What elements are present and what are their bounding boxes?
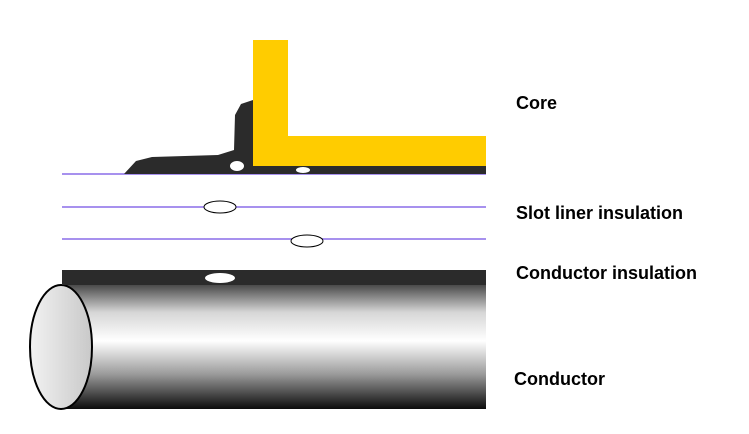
- core-bonding-void-right: [296, 167, 310, 173]
- conductor-insulation-layer: [62, 270, 486, 285]
- conductor-insulation-label: Conductor insulation: [516, 263, 697, 283]
- conductor-label: Conductor: [514, 369, 605, 389]
- core-label: Core: [516, 93, 558, 113]
- core-shape: [253, 40, 486, 166]
- slot-liner-void-lower: [290, 234, 324, 248]
- conductor-insulation-void: [205, 273, 235, 283]
- slot-liner-void-upper: [203, 200, 237, 214]
- slot-liner-insulation-label: Slot liner insulation: [516, 203, 684, 223]
- conductor-cylinder: [29, 284, 486, 410]
- conductor-end-cap: [29, 284, 93, 410]
- core-bonding-void-left: [230, 161, 244, 171]
- conductor-body: [61, 285, 486, 409]
- core-bonding-layer: [124, 100, 486, 174]
